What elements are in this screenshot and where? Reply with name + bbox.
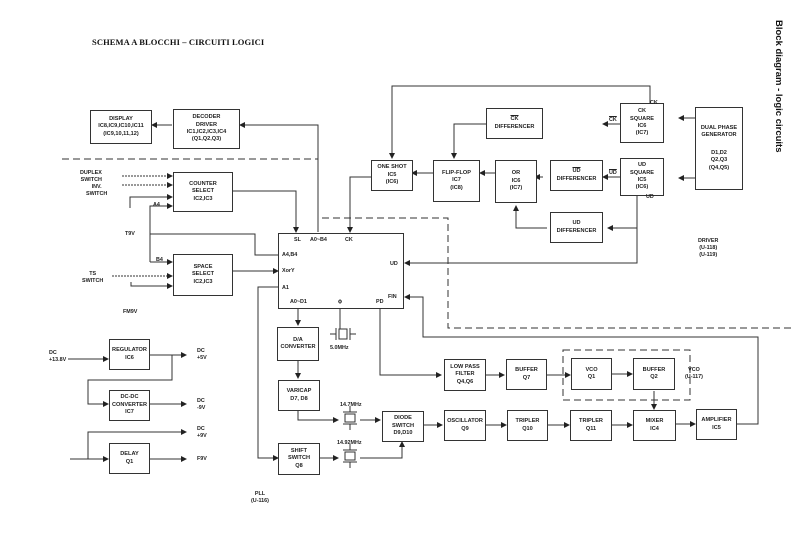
xtal-14-7mhz-label: 14.7MHz — [340, 402, 362, 408]
t9v-label: T9V — [125, 231, 135, 237]
ck-bar-signal-label: CK — [609, 117, 617, 123]
side-title: Block diagram - logic circuits — [773, 20, 784, 153]
dc-input-label: DC+13.8V — [49, 350, 67, 363]
ud-signal-label: UD — [646, 194, 654, 200]
inv-switch-label: INV.SWITCH — [86, 184, 108, 197]
pin-a0-b4: A0~B4 — [310, 237, 327, 243]
pin-fin: FIN — [388, 294, 397, 300]
ck-signal-label: CK — [650, 100, 658, 106]
driver-unit-label: DRIVER(U-118)(U-119) — [698, 238, 719, 258]
ud-bar-signal-label: UD — [609, 170, 617, 176]
vco-boundary — [562, 349, 691, 401]
vco-unit-label: VCO(U-117) — [685, 367, 703, 380]
page-title: SCHEMA A BLOCCHI – CIRCUITI LOGICI — [92, 37, 265, 47]
f9v-label: F9V — [197, 456, 207, 462]
pin-pd: PD — [376, 299, 384, 305]
pin-phi: ϕ — [338, 299, 343, 305]
pll-unit-label: PLL(U-116) — [251, 491, 269, 504]
fm9v-label: FM9V — [123, 309, 138, 315]
dc-5v-label: DC+5V — [197, 348, 207, 361]
dc-9v-label: DC+9V — [197, 426, 207, 439]
dc-minus-9v-label: DC-9V — [197, 398, 206, 411]
xtal-5mhz-label: 5.0MHz — [330, 345, 349, 351]
a4-label: A4 — [153, 202, 160, 208]
pin-a0-d1: A0~D1 — [290, 299, 307, 305]
pin-xory: XorY — [282, 268, 295, 274]
pin-a4-b4: A4,B4 — [282, 252, 298, 258]
driver-boundary — [62, 158, 793, 329]
pin-ud: UD — [390, 261, 398, 267]
pll-ic-block — [278, 233, 404, 309]
pin-ck: CK — [345, 237, 353, 243]
pin-sl: SL — [294, 237, 301, 243]
b4-label: B4 — [156, 257, 163, 263]
pin-a1: A1 — [282, 285, 289, 291]
xtal-14-92mhz-label: 14.92MHz — [337, 440, 362, 446]
